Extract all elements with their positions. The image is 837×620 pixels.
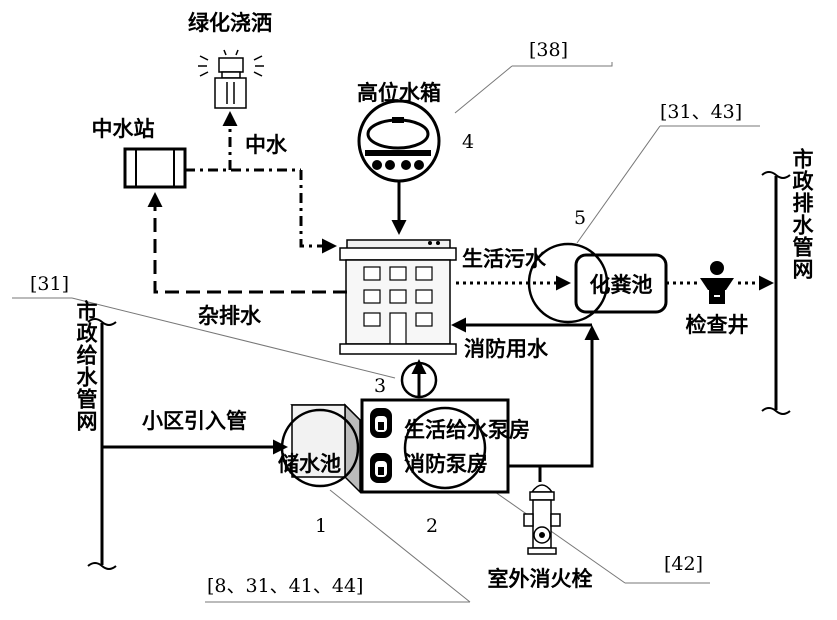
fire-line-up: [508, 325, 600, 468]
ref-31: [31]: [30, 273, 69, 295]
greening-label: 绿化浇洒: [188, 11, 272, 35]
fire-water-label: 消防用水: [464, 337, 549, 361]
high-tank-icon: [357, 99, 441, 183]
domestic-sewage-label: 生活污水: [462, 247, 547, 271]
hydrant-label: 室外消火栓: [488, 567, 593, 591]
reclaimed-station-icon: [123, 147, 187, 189]
label-number-1: 1: [315, 515, 327, 537]
hydrant-icon: [523, 484, 561, 555]
ref-42: [42]: [664, 553, 703, 575]
municipal-drain-label: 市政排水管网: [790, 147, 814, 280]
municipal-supply-label: 市政给水管网: [74, 299, 98, 432]
municipal-drain-pipe: [761, 171, 791, 415]
inspection-well-label: 检查井: [686, 313, 749, 337]
reclaimed-to-building-arrow: [299, 170, 337, 254]
ref-8-31-41-44: [8、31、41、44]: [207, 575, 363, 597]
reclaimed-water-label: 中水: [245, 133, 288, 157]
label-number-3: 3: [374, 375, 386, 397]
pump-house-circle: [403, 406, 487, 490]
high-tank-label: 高位水箱: [357, 81, 441, 105]
misc-drain-arrow: [147, 192, 347, 294]
storage-tank-label: 储水池: [278, 452, 341, 476]
ref-31-43: [31、43]: [660, 101, 742, 123]
label-number-2: 2: [426, 515, 438, 537]
reference-leaders: [12, 62, 760, 603]
label-number-5: 5: [574, 207, 586, 229]
reclaimed-station-label: 中水站: [92, 117, 155, 141]
misc-drain-label: 杂排水: [198, 304, 262, 328]
sprinkler-icon: [198, 49, 264, 109]
septic-tank-circle: [527, 242, 609, 324]
inlet-pipe-label: 小区引入管: [142, 409, 247, 433]
municipal-supply-pipe: [87, 318, 117, 570]
pump-house-icon: [360, 398, 510, 494]
septic-tank-label: 化粪池: [590, 273, 653, 297]
label-number-4: 4: [462, 131, 474, 153]
storage-tank-circle: [280, 408, 360, 488]
ref-38: [38]: [529, 39, 568, 61]
inspection-well-icon: [700, 261, 734, 304]
storage-tank-icon: [290, 403, 362, 494]
domestic-pump-label: 生活给水泵房: [404, 418, 530, 442]
building-icon: [339, 239, 457, 355]
fire-pump-label: 消防泵房: [404, 452, 488, 476]
